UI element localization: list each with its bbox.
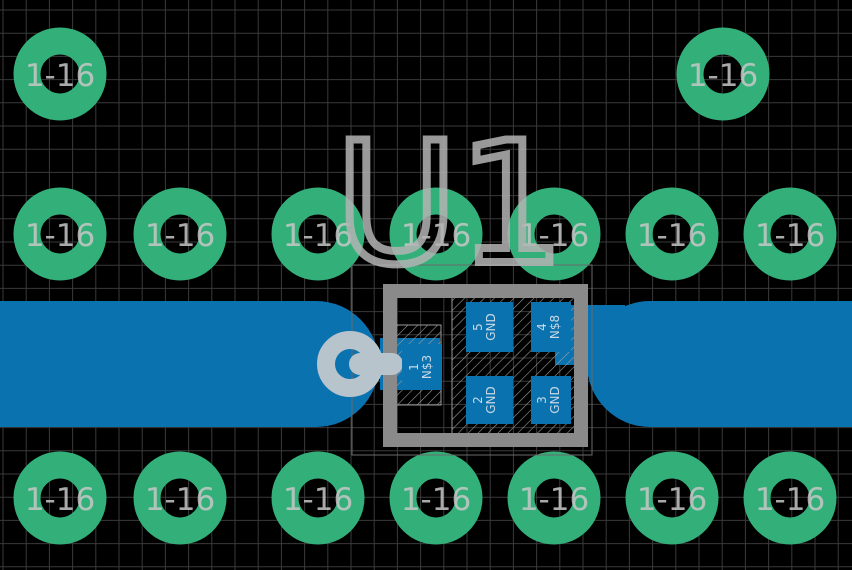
pad-2[interactable] [466,376,513,424]
component-reference-label: U1 [335,106,565,302]
via-net-label: 1-16 [688,58,758,94]
via-net-label: 1-16 [283,218,353,254]
via-net-label: 1-16 [145,482,215,518]
via-net-label: 1-16 [755,218,825,254]
via[interactable]: 1-16 [13,451,107,545]
pad-3[interactable] [531,376,571,424]
via-net-label: 1-16 [519,218,589,254]
via[interactable]: 1-16 [743,451,837,545]
via-annular-ring [271,187,365,281]
pad-3-number: 3 [535,396,549,404]
via[interactable]: 1-16 [676,27,770,121]
pad-4-number: 4 [535,323,549,331]
pad-5-number: 5 [471,323,485,331]
via-net-label: 1-16 [25,482,95,518]
via-annular-ring [271,451,365,545]
via-net-label: 1-16 [519,482,589,518]
pad-4[interactable] [531,302,571,352]
pad-1[interactable] [402,344,442,390]
via[interactable]: 1-16 [743,187,837,281]
via[interactable]: 1-16 [271,187,365,281]
via-net-label: 1-16 [25,218,95,254]
via-annular-ring [389,451,483,545]
via-annular-ring [625,187,719,281]
pad-2-number: 2 [471,396,485,404]
via[interactable]: 1-16 [507,187,601,281]
component-u1[interactable]: 1 N$3 5 GND 4 N$8 2 GND 3 GND [317,264,593,456]
via-annular-ring [507,187,601,281]
via-annular-ring [389,187,483,281]
via-annular-ring [13,27,107,121]
via[interactable]: 1-16 [133,187,227,281]
via[interactable]: 1-16 [13,27,107,121]
via[interactable]: 1-16 [133,451,227,545]
via-annular-ring [13,187,107,281]
via[interactable]: 1-16 [271,451,365,545]
via-net-label: 1-16 [25,58,95,94]
pad-1-number: 1 [407,363,421,371]
via-annular-ring [625,451,719,545]
via-annular-ring [13,451,107,545]
pad-1-net: N$3 [420,355,434,379]
via-net-label: 1-16 [283,482,353,518]
pad-5-net: GND [484,313,498,341]
via-group: 1-16 1-16 1-16 1-16 1-16 1-16 1-16 1-16 1-16 1-16… [13,27,837,545]
pad-2-net: GND [484,386,498,414]
copper-trace-right [587,301,852,427]
via[interactable]: 1-16 [13,187,107,281]
via-net-label: 1-16 [401,218,471,254]
copper-trace-left [0,301,379,427]
via-annular-ring [676,27,770,121]
via-annular-ring [507,451,601,545]
via-net-label: 1-16 [637,218,707,254]
via-annular-ring [743,451,837,545]
via-annular-ring [133,451,227,545]
pad-5[interactable] [466,302,513,352]
via[interactable]: 1-16 [507,451,601,545]
via[interactable]: 1-16 [389,451,483,545]
via-net-label: 1-16 [145,218,215,254]
via[interactable]: 1-16 [625,451,719,545]
via-annular-ring [743,187,837,281]
via[interactable]: 1-16 [625,187,719,281]
via-net-label: 1-16 [401,482,471,518]
pad-labels: 1 N$3 5 GND 4 N$8 2 GND 3 GND [407,313,562,414]
via-annular-ring [133,187,227,281]
pad-3-net: GND [548,386,562,414]
pad-4-net: N$8 [548,315,562,339]
via-net-label: 1-16 [755,482,825,518]
via[interactable]: 1-16 [389,187,483,281]
via-net-label: 1-16 [637,482,707,518]
pin1-marker-ring [317,331,383,397]
